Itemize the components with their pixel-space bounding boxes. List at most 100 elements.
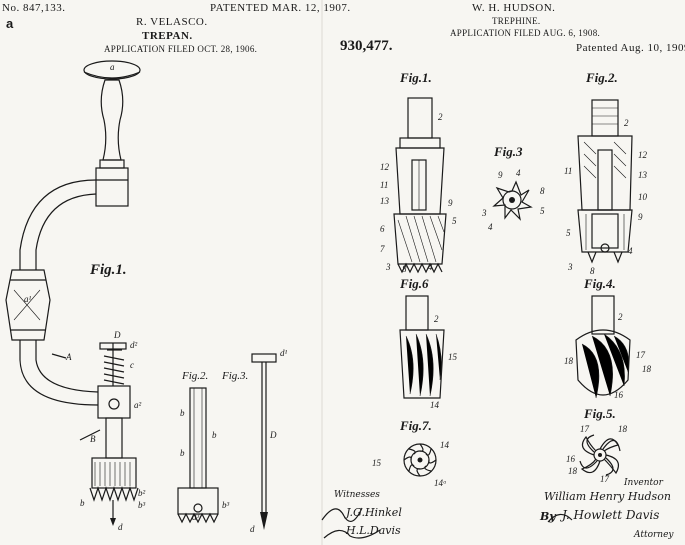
- right-f2-label: 5: [566, 228, 571, 238]
- left-title: TREPAN.: [142, 30, 193, 42]
- right-f3-label: 5: [540, 206, 545, 216]
- left-label-B: B: [90, 434, 96, 444]
- right-application: APPLICATION FILED AUG. 6, 1908.: [450, 28, 601, 38]
- right-fig2-section: [577, 99, 633, 264]
- witness-signature-1: J.G.Hinkel: [346, 506, 402, 519]
- right-f2-label: 2: [624, 118, 629, 128]
- right-f4-label: 18: [564, 356, 573, 366]
- right-f3-label: 3: [482, 208, 487, 218]
- right-f7-label: 14ᵃ: [434, 478, 447, 488]
- inventor-label: Inventor: [624, 478, 663, 488]
- right-f2-label: 3: [568, 262, 573, 272]
- right-f3-label: 4: [488, 222, 493, 232]
- witnesses-label: Witnesses: [334, 490, 380, 500]
- witness-signature-2: H.L.Davis: [346, 524, 401, 537]
- left-label-a1: a¹: [24, 294, 32, 304]
- right-f1-label: 3: [386, 262, 391, 272]
- right-f4-label: 18: [642, 364, 651, 374]
- right-f4-label: 16: [614, 390, 623, 400]
- right-title: TREPHINE.: [492, 16, 541, 26]
- right-f5-label: 18: [568, 466, 577, 476]
- left-label-b3: b³: [138, 500, 146, 510]
- left-fig2-label-b-3: b: [180, 448, 185, 458]
- left-label-c: c: [130, 360, 134, 370]
- right-f1-label: 8: [402, 264, 407, 274]
- right-f5-label: 16: [566, 454, 575, 464]
- right-fig6-cutter: [399, 295, 445, 399]
- inventor-signature: William Henry Hudson: [544, 490, 671, 503]
- attorney-signature: J. Howlett Davis: [562, 508, 660, 522]
- right-fig4-caption: Fig.4.: [584, 276, 616, 291]
- left-fig3-label-d1: d¹: [280, 348, 288, 358]
- right-f1-label: 4: [428, 262, 433, 272]
- left-label-d: d: [118, 522, 123, 532]
- left-fig3-label-d: d: [250, 524, 255, 534]
- right-f1-label: 7: [380, 244, 385, 254]
- right-f3-label: 4: [516, 168, 521, 178]
- right-f2-label: 8: [590, 266, 595, 276]
- left-label-a: a: [110, 62, 115, 72]
- right-fig4-cutter: [575, 295, 631, 399]
- right-f5-label: 18: [618, 424, 627, 434]
- right-fig7-rosette: [403, 443, 437, 477]
- left-label-D: D: [114, 330, 121, 340]
- right-f1-label: 2: [438, 112, 443, 122]
- left-label-A: A: [66, 352, 72, 362]
- panel-label: a: [6, 16, 14, 31]
- right-f6-label: 15: [448, 352, 457, 362]
- right-f1-label: 6: [380, 224, 385, 234]
- left-label-a2: a²: [134, 400, 142, 410]
- left-fig2-section: [177, 387, 219, 524]
- right-f2-label: 4: [628, 246, 633, 256]
- right-patent-date: Patented Aug. 10, 1909.: [576, 42, 685, 54]
- right-fig1-trephine: [393, 97, 447, 274]
- left-patent-number: No. 847,133.: [2, 2, 66, 14]
- left-fig1-caption: Fig.1.: [90, 262, 127, 278]
- signature-strokes: [321, 507, 573, 539]
- right-patent-number: 930,477.: [340, 38, 393, 54]
- left-inventor: R. VELASCO.: [136, 16, 208, 28]
- right-f6-label: 14: [430, 400, 439, 410]
- left-patent-date: PATENTED MAR. 12, 1907.: [210, 2, 351, 14]
- left-fig2-label-d3: d³: [192, 512, 200, 522]
- right-f4-label: 2: [618, 312, 623, 322]
- right-fig3-caption: Fig.3: [494, 144, 523, 159]
- right-f1-label: 12: [380, 162, 389, 172]
- right-f2-label: 13: [638, 170, 647, 180]
- right-f1-label: 5: [452, 216, 457, 226]
- right-f3-label: 8: [540, 186, 545, 196]
- left-fig2-label-b-2: b: [212, 430, 217, 440]
- right-f4-label: 17: [636, 350, 645, 360]
- left-fig2-label-b: b: [180, 408, 185, 418]
- right-fig2-caption: Fig.2.: [586, 70, 618, 85]
- right-f2-label: 9: [638, 212, 643, 222]
- left-fig2-label-b5: b³: [222, 500, 230, 510]
- right-inventor: W. H. HUDSON.: [472, 2, 556, 14]
- by-label: By: [540, 510, 556, 523]
- right-f2-label: 12: [638, 150, 647, 160]
- left-label-d2: d²: [130, 340, 138, 350]
- right-f1-label: 9: [448, 198, 453, 208]
- attorney-label: Attorney: [634, 530, 674, 540]
- right-f6-label: 2: [434, 314, 439, 324]
- right-f7-label: 14: [440, 440, 449, 450]
- right-f5-label: 17: [600, 474, 609, 484]
- left-application: APPLICATION FILED OCT. 28, 1906.: [104, 44, 258, 54]
- left-fig3-caption: Fig.3.: [222, 370, 249, 382]
- left-fig3-label-D: D: [270, 430, 277, 440]
- right-f3-label: 9: [498, 170, 503, 180]
- left-fig2-caption: Fig.2.: [182, 370, 209, 382]
- right-f7-label: 15: [372, 458, 381, 468]
- right-fig3-rosette: [492, 180, 533, 221]
- left-label-b2: b²: [138, 488, 146, 498]
- right-f2-label: 10: [638, 192, 647, 202]
- left-fig1-brace: [5, 60, 141, 526]
- right-fig1-caption: Fig.1.: [400, 70, 432, 85]
- right-f1-label: 13: [380, 196, 389, 206]
- left-fig3-pin: [251, 353, 277, 530]
- right-f2-label: 11: [564, 166, 573, 176]
- right-fig5-rosette: [579, 434, 621, 476]
- right-fig7-caption: Fig.7.: [400, 418, 432, 433]
